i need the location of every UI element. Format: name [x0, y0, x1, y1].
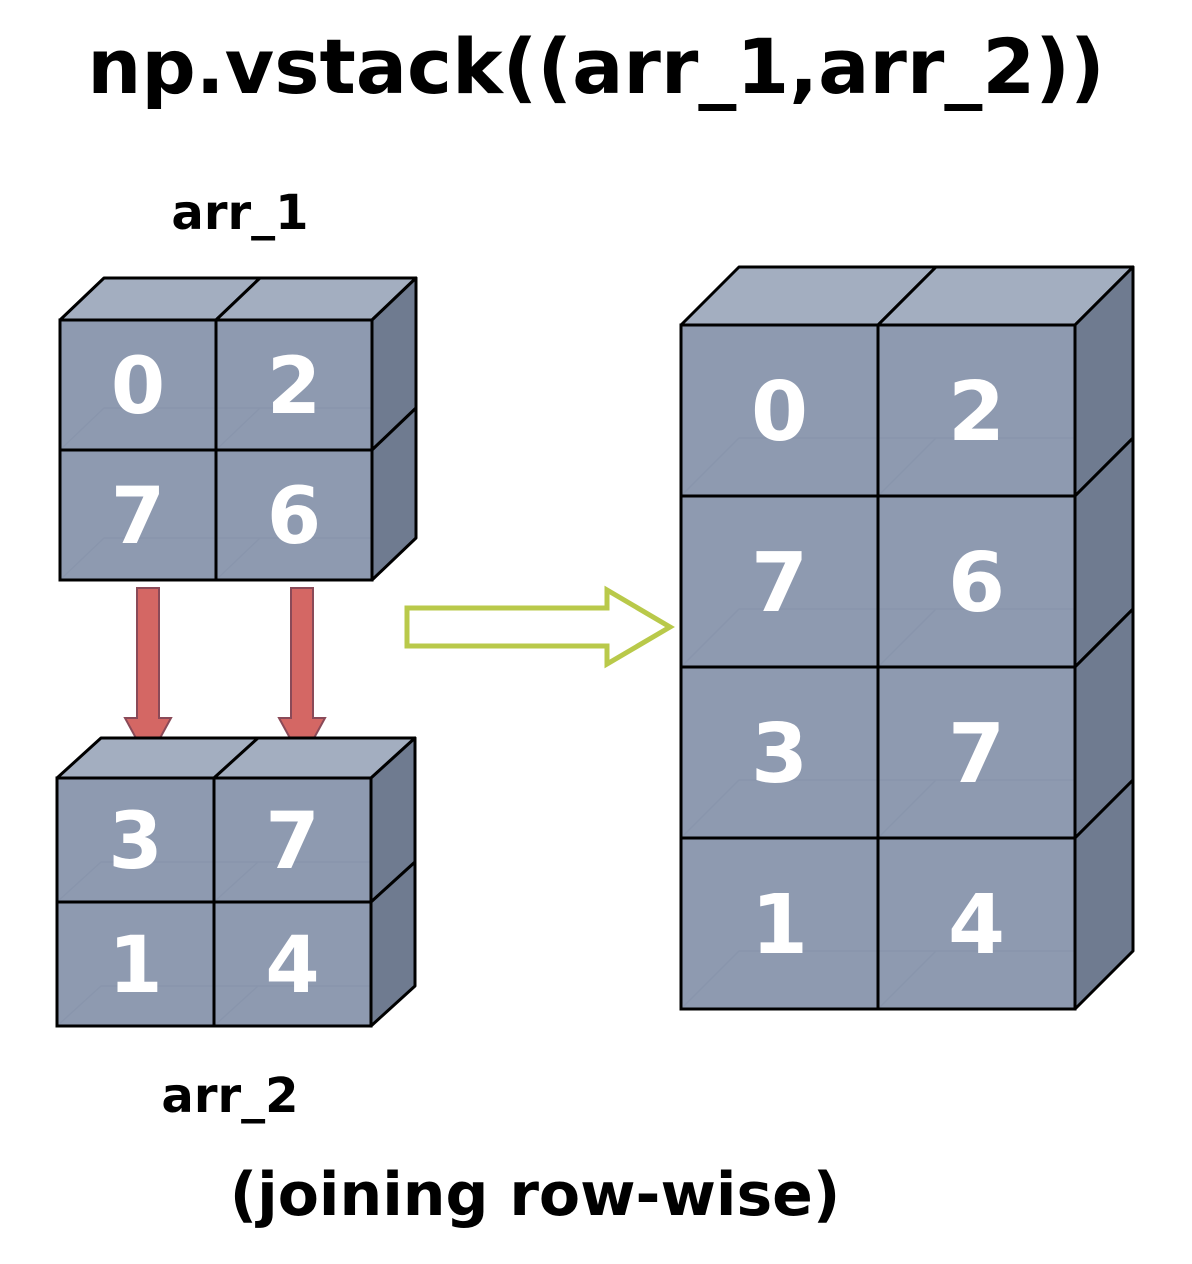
result-cell [679, 836, 880, 1011]
result-cell [679, 665, 880, 840]
down-arrow-2 [277, 587, 327, 763]
arr-2-cell [212, 900, 373, 1028]
down-arrow-1 [123, 587, 173, 763]
result-cell [876, 323, 1077, 498]
arr-2-cell [55, 776, 216, 904]
diagram-title: np.vstack((arr_1,arr_2)) [87, 22, 1105, 111]
result-cell [679, 323, 880, 498]
arr-1-label: arr_1 [171, 185, 309, 241]
result-cell-value: 3 [751, 707, 808, 802]
result-cell-value: 6 [948, 536, 1005, 631]
arr-1-cell-value: 0 [111, 342, 165, 432]
stack-arrows [123, 587, 327, 763]
result-cell-value: 2 [948, 365, 1005, 460]
result-cell-value: 4 [948, 878, 1005, 973]
result-cell-value: 7 [948, 707, 1005, 802]
arr-1-cell [214, 318, 374, 452]
arr-1-cell-value: 7 [111, 472, 165, 562]
result-cell-value: 7 [751, 536, 808, 631]
result-cell [876, 494, 1077, 669]
arr-2-label: arr_2 [161, 1068, 299, 1124]
result-arrow [404, 585, 675, 669]
arr-2-cell [212, 776, 373, 904]
result-cell [876, 836, 1077, 1011]
result-cell [876, 665, 1077, 840]
caption: (joining row-wise) [229, 1160, 841, 1230]
arr-2-cell-value: 7 [265, 797, 319, 887]
result-cell [679, 494, 880, 669]
arr-2-cell-value: 1 [108, 921, 162, 1011]
arr-2-cell-value: 3 [108, 797, 162, 887]
result-arrow-shape [404, 585, 675, 669]
arr-2-cell-value: 4 [265, 921, 319, 1011]
arr-1-cell-value: 6 [267, 472, 321, 562]
arr-1-block: 0 2 7 6 [58, 276, 418, 582]
arr-1-cell-value: 2 [267, 342, 321, 432]
result-block: 0 2 7 6 3 7 1 4 [679, 265, 1135, 1011]
arr-1-cell [214, 448, 374, 582]
result-cell-value: 1 [751, 878, 808, 973]
arr-2-cell [55, 900, 216, 1028]
arr-2-block: 3 7 1 4 [55, 736, 417, 1028]
result-cell-value: 0 [751, 365, 808, 460]
